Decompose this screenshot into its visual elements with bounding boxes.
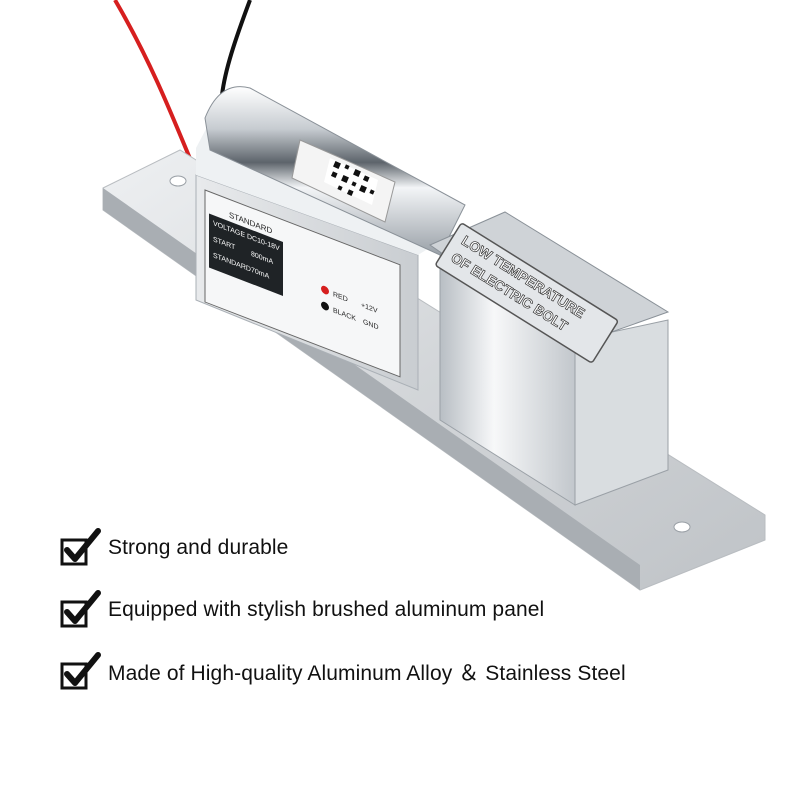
checkbox-check-icon (60, 528, 102, 568)
checkbox-check-icon (60, 590, 102, 630)
black-wire (220, 0, 252, 96)
feature-text: Equipped with stylish brushed aluminum p… (108, 598, 545, 621)
feature-item: Equipped with stylish brushed aluminum p… (60, 590, 626, 630)
feature-item: Strong and durable (60, 528, 626, 568)
feature-text: Made of High-quality Aluminum Alloy ＆ St… (108, 662, 626, 685)
feature-item: Made of High-quality Aluminum Alloy ＆ St… (60, 652, 626, 692)
qr-code-icon (324, 158, 378, 205)
checkbox-check-icon (60, 652, 102, 692)
red-wire (113, 0, 200, 179)
screw-hole-right (673, 521, 691, 533)
spec-label: STANDARD VOLTAGE DC10-18V START 800mA ST… (204, 189, 401, 378)
electric-bolt-lock-image: STANDARD VOLTAGE DC10-18V START 800mA ST… (102, 0, 766, 591)
feature-text: Strong and durable (108, 536, 289, 559)
black-dot-icon (321, 301, 329, 311)
red-dot-icon (321, 285, 329, 295)
screw-hole-left (169, 175, 187, 187)
feature-list: Strong and durable Equipped with stylish… (60, 528, 626, 714)
